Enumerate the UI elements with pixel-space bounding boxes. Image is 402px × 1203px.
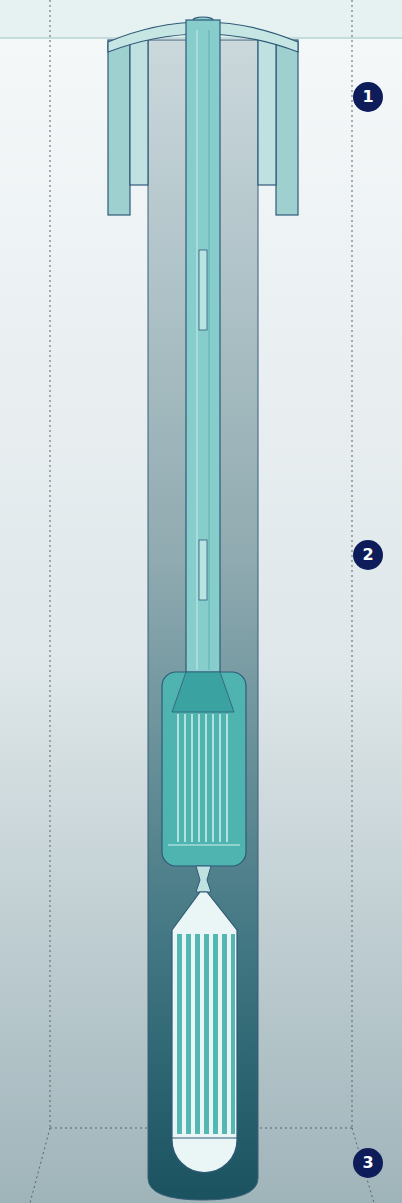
- upper-vessel: [162, 672, 246, 866]
- central-tube: [186, 20, 220, 675]
- callout-number: 3: [353, 1148, 383, 1178]
- callout-text: 3: [362, 1155, 373, 1171]
- callout-number: 2: [353, 540, 383, 570]
- callout-text: 1: [362, 89, 373, 105]
- reactor-core-vessel: [172, 892, 237, 1173]
- callout-text: 2: [362, 547, 373, 563]
- perspective-lines: [30, 0, 374, 1203]
- callout-number: 1: [353, 82, 383, 112]
- vessel-neck: [196, 866, 211, 892]
